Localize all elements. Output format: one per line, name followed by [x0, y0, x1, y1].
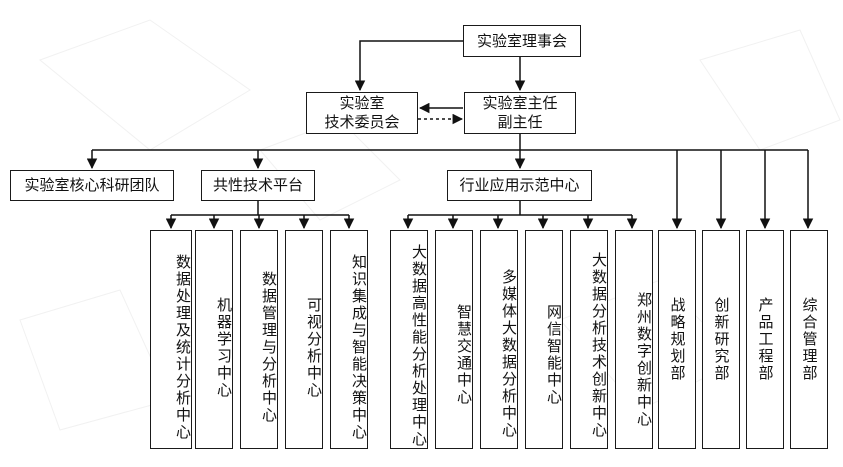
- platform-unit-label: 数据处理及统计分析中心: [174, 254, 192, 441]
- industry-unit-label: 大数据分析技术创新中心: [590, 252, 608, 439]
- department-box: 战略规划部: [658, 230, 696, 449]
- platform-unit-label: 可视分析中心: [305, 296, 323, 399]
- department-box: 产品工程部: [746, 230, 784, 449]
- industry-unit-box: 大数据高性能分析处理中心: [390, 230, 428, 449]
- core-team-label: 实验室核心科研团队: [24, 176, 160, 194]
- industry-unit-box: 大数据分析技术创新中心: [570, 230, 608, 449]
- platform-unit-box: 数据处理及统计分析中心: [150, 230, 192, 449]
- platform-unit-box: 知识集成与智能决策中心: [330, 230, 368, 449]
- industry-unit-box: 智慧交通中心: [435, 230, 473, 449]
- industry-unit-label: 网信智能中心: [545, 303, 563, 406]
- platform-unit-box: 机器学习中心: [195, 230, 233, 449]
- industry-unit-label: 郑州数字创新中心: [635, 291, 653, 428]
- industry-unit-label: 多媒体大数据分析中心: [500, 268, 518, 439]
- department-label: 战略规划部: [668, 297, 687, 382]
- department-box: 综合管理部: [790, 230, 828, 449]
- industry-unit-box: 郑州数字创新中心: [615, 230, 653, 449]
- industry-unit-box: 多媒体大数据分析中心: [480, 230, 518, 449]
- board-label: 实验室理事会: [476, 31, 567, 50]
- common-platform-box: 共性技术平台: [201, 170, 315, 201]
- common-platform-label: 共性技术平台: [212, 176, 303, 194]
- director-label-line2: 副主任: [497, 113, 543, 131]
- industry-unit-label: 大数据高性能分析处理中心: [410, 243, 428, 448]
- committee-label-line1: 实验室: [339, 94, 385, 112]
- industry-center-label: 行业应用示范中心: [459, 176, 580, 194]
- industry-unit-box: 网信智能中心: [525, 230, 563, 449]
- platform-unit-label: 知识集成与智能决策中心: [350, 254, 368, 441]
- technical-committee-box: 实验室 技术委员会: [306, 92, 418, 134]
- industry-center-box: 行业应用示范中心: [447, 170, 592, 201]
- department-label: 产品工程部: [756, 297, 775, 382]
- platform-unit-box: 可视分析中心: [285, 230, 323, 449]
- platform-unit-label: 数据管理与分析中心: [260, 271, 278, 424]
- committee-label-line2: 技术委员会: [324, 113, 400, 131]
- platform-unit-box: 数据管理与分析中心: [240, 230, 278, 449]
- director-label-line1: 实验室主任: [482, 94, 558, 112]
- platform-unit-label: 机器学习中心: [215, 296, 233, 399]
- industry-unit-label: 智慧交通中心: [455, 303, 473, 406]
- board-box: 实验室理事会: [463, 25, 581, 57]
- department-box: 创新研究部: [702, 230, 740, 449]
- department-label: 综合管理部: [800, 297, 819, 382]
- director-box: 实验室主任 副主任: [464, 92, 576, 134]
- core-team-box: 实验室核心科研团队: [10, 170, 174, 201]
- department-label: 创新研究部: [712, 297, 731, 382]
